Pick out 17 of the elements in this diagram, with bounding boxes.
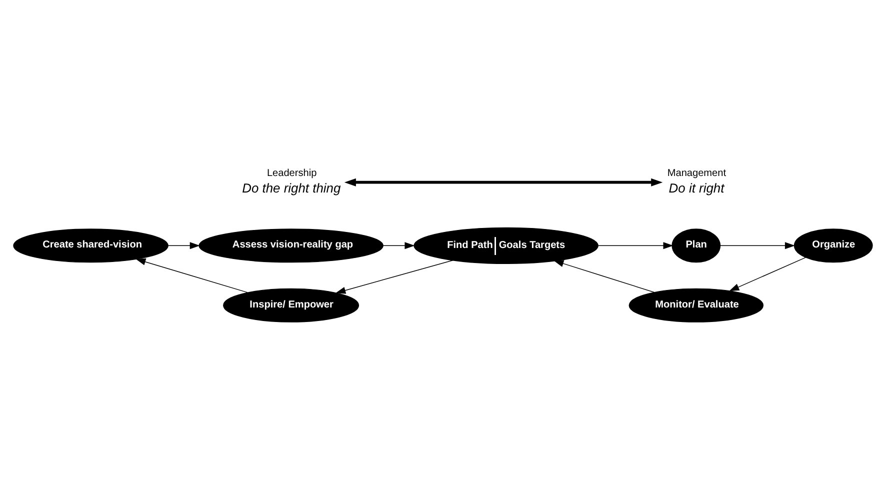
node-ellipse: Organize bbox=[793, 228, 872, 263]
node-ellipse: Monitor/ Evaluate bbox=[628, 288, 763, 322]
arrow bbox=[728, 257, 806, 292]
arrow bbox=[553, 260, 654, 293]
node-ellipse: Plan bbox=[671, 228, 720, 263]
node-text: Leadership Do the right thing bbox=[242, 168, 340, 196]
arrow bbox=[135, 258, 248, 293]
arrow bbox=[167, 242, 200, 250]
arrow bbox=[597, 242, 673, 250]
arrow bbox=[719, 242, 795, 250]
node-ellipse: Find Path Goals Targets bbox=[413, 227, 598, 264]
node-text: Management Do it right bbox=[666, 168, 726, 196]
arrow bbox=[335, 260, 453, 294]
node-ellipse: Assess vision-reality gap bbox=[198, 228, 383, 263]
node-ellipse: Create shared-vision bbox=[12, 228, 168, 263]
arrow bbox=[382, 242, 414, 250]
arrow bbox=[344, 178, 662, 186]
